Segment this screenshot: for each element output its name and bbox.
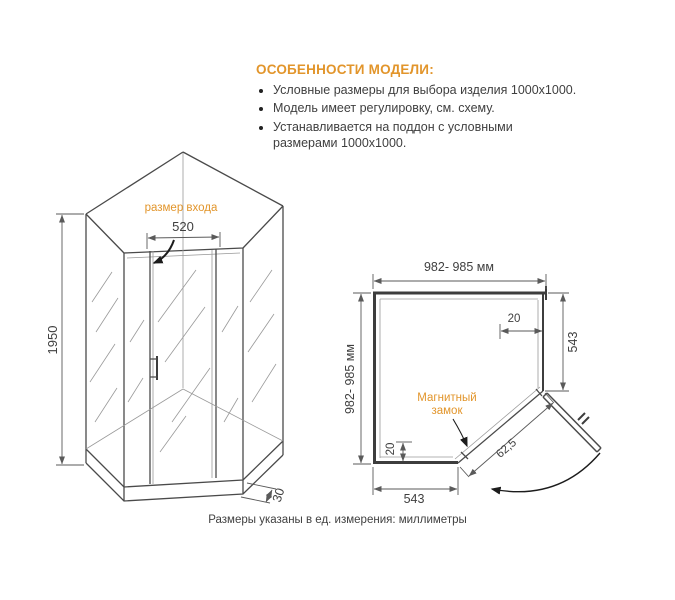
- magnet-pointer-arrow: [452, 418, 468, 448]
- dim-plan-right-value: 543: [566, 332, 580, 353]
- dim-tray-value: 30: [270, 486, 288, 504]
- plan-door-open: [542, 392, 602, 453]
- dim-entrance-value: 520: [172, 219, 194, 234]
- magnet-label: Магнитный замок: [417, 392, 477, 448]
- dim-entrance-width: 520: [146, 219, 221, 249]
- dim-plan-left: 982- 985 мм: [343, 292, 371, 465]
- dim-plan-right: 543: [545, 292, 580, 392]
- dim-door-diagonal: 62,5: [459, 392, 555, 478]
- features-title: ОСОБЕННОСТИ МОДЕЛИ:: [256, 62, 434, 77]
- dim-plan-top: 982- 985 мм: [372, 260, 547, 289]
- dim-tray-height: 30: [240, 482, 288, 504]
- units-note: Размеры указаны в ед. измерения: миллиме…: [208, 514, 467, 526]
- dim-plan-left-value: 982- 985 мм: [343, 344, 357, 414]
- feature-item: Условные размеры для выбора изделия 1000…: [273, 82, 580, 98]
- magnet-label-line1: Магнитный: [417, 392, 476, 404]
- door-handle: [150, 356, 158, 380]
- magnet-label-line2: замок: [431, 405, 463, 417]
- feature-item: Модель имеет регулировку, см. схему.: [273, 100, 580, 116]
- dim-adjust-top-value: 20: [508, 313, 521, 325]
- dim-plan-bottom: 543: [372, 467, 459, 506]
- dim-adjust-bottom: 20: [385, 441, 412, 462]
- dim-adjust-top: 20: [499, 313, 543, 339]
- dim-height-value: 1950: [45, 326, 60, 355]
- feature-item: Устанавливается на поддон с условными ра…: [273, 119, 580, 152]
- iso-view: размер входа 520 1950 30: [45, 151, 288, 504]
- glass-hatching: [89, 269, 277, 453]
- dim-plan-top-value: 982- 985 мм: [424, 260, 494, 274]
- plan-view: 982- 985 мм 20 543 982- 985 мм: [343, 260, 602, 506]
- dim-adjust-bottom-value: 20: [385, 443, 397, 456]
- dim-plan-bottom-value: 543: [404, 492, 425, 506]
- dim-height: 1950: [45, 213, 84, 466]
- entrance-arrow: [152, 239, 175, 264]
- door-swing-arrow: [490, 452, 601, 495]
- features-list: Условные размеры для выбора изделия 1000…: [256, 82, 580, 151]
- dim-door-diagonal-value: 62,5: [494, 437, 519, 461]
- plan-door-handle: [577, 412, 590, 425]
- entrance-label: размер входа: [145, 202, 218, 214]
- features-section: ОСОБЕННОСТИ МОДЕЛИ: Условные размеры для…: [256, 62, 580, 153]
- shower-tray: [85, 388, 284, 502]
